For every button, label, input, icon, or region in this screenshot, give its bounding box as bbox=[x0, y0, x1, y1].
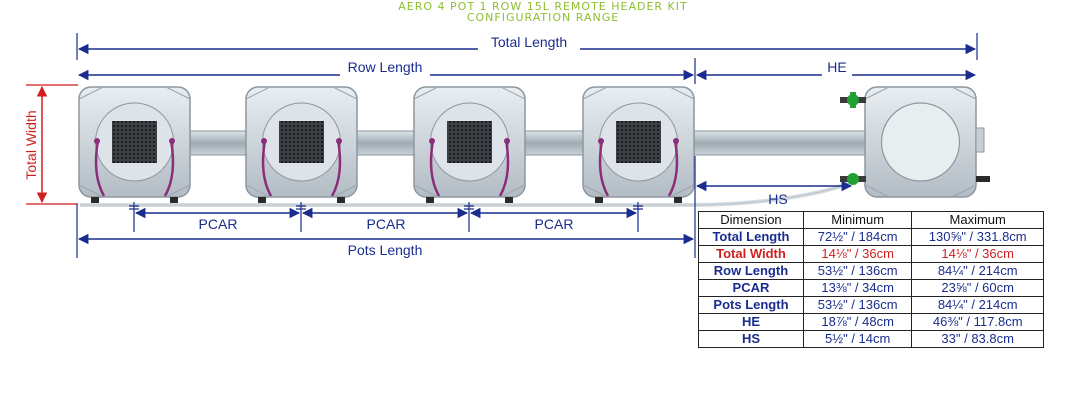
pot-3-grid bbox=[447, 121, 492, 163]
diagram-subtitle: CONFIGURATION RANGE bbox=[466, 11, 620, 24]
row-max: 33" / 83.8cm bbox=[911, 330, 1044, 348]
pcar-label-2: PCAR bbox=[367, 216, 406, 232]
pcar-label-1: PCAR bbox=[199, 216, 238, 232]
row-max: 130⅝" / 331.8cm bbox=[911, 228, 1044, 246]
diagram-title: AERO 4 POT 1 ROW 15L REMOTE HEADER KIT bbox=[398, 0, 688, 13]
header-tank bbox=[864, 86, 990, 198]
pot-2 bbox=[245, 86, 358, 203]
row-name: Total Width bbox=[698, 245, 804, 263]
row-name: Row Length bbox=[698, 262, 804, 280]
pot-1-grid bbox=[112, 121, 157, 163]
row-max: 46⅜" / 117.8cm bbox=[911, 313, 1044, 331]
table-row: PCAR 13⅜" / 34cm 23⅝" / 60cm bbox=[698, 279, 1044, 297]
dimensions-table: Dimension Minimum Maximum Total Length 7… bbox=[698, 211, 1044, 348]
top-valve-icon bbox=[840, 92, 866, 108]
row-name: Pots Length bbox=[698, 296, 804, 314]
pcar-label-3: PCAR bbox=[535, 216, 574, 232]
pot-1 bbox=[78, 86, 191, 203]
table-row: Total Length 72½" / 184cm 130⅝" / 331.8c… bbox=[698, 228, 1044, 246]
hs-label: HS bbox=[768, 191, 787, 207]
row-name: HE bbox=[698, 313, 804, 331]
table-header-row: Dimension Minimum Maximum bbox=[698, 211, 1044, 229]
pots-length-label: Pots Length bbox=[348, 242, 423, 258]
total-length-label: Total Length bbox=[491, 34, 567, 50]
pot-4 bbox=[582, 86, 695, 203]
row-min: 5½" / 14cm bbox=[802, 330, 913, 348]
row-length-label: Row Length bbox=[348, 59, 423, 75]
pot-3 bbox=[413, 86, 526, 203]
row-name: Total Length bbox=[698, 228, 804, 246]
row-min: 13⅜" / 34cm bbox=[802, 279, 913, 297]
table-row: HE 18⅞" / 48cm 46⅜" / 117.8cm bbox=[698, 313, 1044, 331]
pot-4-grid bbox=[616, 121, 661, 163]
row-max: 23⅝" / 60cm bbox=[911, 279, 1044, 297]
table-row: Pots Length 53½" / 136cm 84¼" / 214cm bbox=[698, 296, 1044, 314]
row-max: 84¼" / 214cm bbox=[911, 296, 1044, 314]
row-name: PCAR bbox=[698, 279, 804, 297]
total-width-label: Total Width bbox=[23, 110, 39, 179]
row-name: HS bbox=[698, 330, 804, 348]
row-max: 14⅛" / 36cm bbox=[911, 245, 1044, 263]
he-label: HE bbox=[827, 59, 846, 75]
row-max: 84¼" / 214cm bbox=[911, 262, 1044, 280]
row-min: 53½" / 136cm bbox=[802, 296, 913, 314]
table-header-maximum: Maximum bbox=[911, 211, 1044, 229]
row-min: 53½" / 136cm bbox=[802, 262, 913, 280]
table-row: Total Width 14⅛" / 36cm 14⅛" / 36cm bbox=[698, 245, 1044, 263]
row-min: 14⅛" / 36cm bbox=[802, 245, 913, 263]
table-row: Row Length 53½" / 136cm 84¼" / 214cm bbox=[698, 262, 1044, 280]
table-row: HS 5½" / 14cm 33" / 83.8cm bbox=[698, 330, 1044, 348]
row-min: 72½" / 184cm bbox=[802, 228, 913, 246]
pot-2-grid bbox=[279, 121, 324, 163]
table-header-dimension: Dimension bbox=[698, 211, 804, 229]
table-header-minimum: Minimum bbox=[802, 211, 913, 229]
row-min: 18⅞" / 48cm bbox=[802, 313, 913, 331]
